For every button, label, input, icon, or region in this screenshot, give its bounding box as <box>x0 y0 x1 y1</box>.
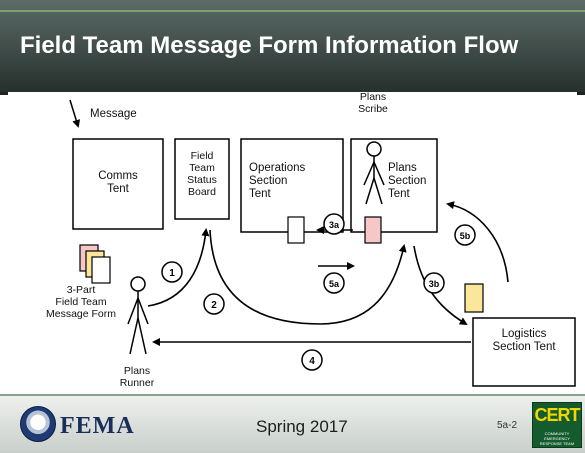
logistics-tent-label: Logistics Section Tent <box>492 328 556 353</box>
step-circle-2 <box>203 293 225 315</box>
slide-number: 5a-2 <box>497 420 518 431</box>
status-board-label: Field Team Status Board <box>187 150 217 198</box>
step-circle-3a <box>323 213 345 235</box>
operations-tent-label: Operations Section Tent <box>249 162 306 200</box>
step-circle-1 <box>161 261 183 283</box>
slide-title: Field Team Message Form Information Flow <box>20 32 519 59</box>
step-label-2: 2 <box>211 300 217 311</box>
step-label-3a: 3a <box>329 220 340 230</box>
diagram-canvas: 1 2 3a 3b 4 5a 5b Message Comms Tent Fie… <box>8 91 577 392</box>
fema-logo: FEMA <box>60 413 135 439</box>
arrow-step-2 <box>209 229 407 325</box>
season-label: Spring 2017 <box>256 417 348 436</box>
title-bar: Field Team Message Form Information Flow <box>0 0 585 95</box>
step-circle-5a <box>323 272 345 294</box>
message-arrow <box>69 99 81 128</box>
step-label-5a: 5a <box>329 279 340 289</box>
flow-diagram: 1 2 3a 3b 4 5a 5b <box>69 99 576 387</box>
logistics-tent-box <box>472 317 576 387</box>
comms-tent-box <box>72 138 164 230</box>
step-label-1: 1 <box>169 268 175 279</box>
cert-logo: CERT COMMUNITY EMERGENCY RESPONSE TEAM <box>532 402 582 448</box>
plans-runner-figure <box>127 276 149 355</box>
arrow-step-5b <box>446 201 509 283</box>
form-yellow-logistics <box>464 283 484 313</box>
footer: FEMA Spring 2017 5a-2 CERT COMMUNITY EME… <box>0 394 585 453</box>
step-label-5b: 5b <box>460 231 471 241</box>
form-stack-white <box>91 256 111 284</box>
plans-tent-label: Plans Section Tent <box>388 162 427 200</box>
step-circle-4 <box>301 349 323 371</box>
message-label: Message <box>90 108 137 120</box>
step-label-3b: 3b <box>429 279 440 289</box>
dhs-seal-icon <box>20 406 56 442</box>
message-form-label: 3-Part Field Team Message Form <box>45 284 117 320</box>
plans-scribe-figure <box>363 141 385 205</box>
title-accent-line <box>0 10 585 12</box>
status-board-box <box>174 138 230 220</box>
step-circle-5b <box>454 224 476 246</box>
plans-scribe-label: Plans Scribe <box>358 91 388 115</box>
step-circle-3b <box>423 272 445 294</box>
arrow-step-1 <box>147 228 210 307</box>
plans-runner-label: Plans Runner <box>119 365 155 389</box>
step-label-4: 4 <box>309 356 315 367</box>
form-at-operations <box>287 216 305 244</box>
cert-logo-subtitle: COMMUNITY EMERGENCY RESPONSE TEAM <box>539 431 575 446</box>
form-pink-plans <box>364 216 382 244</box>
cert-logo-text: CERT <box>534 405 581 425</box>
comms-tent-label: Comms Tent <box>98 170 138 195</box>
